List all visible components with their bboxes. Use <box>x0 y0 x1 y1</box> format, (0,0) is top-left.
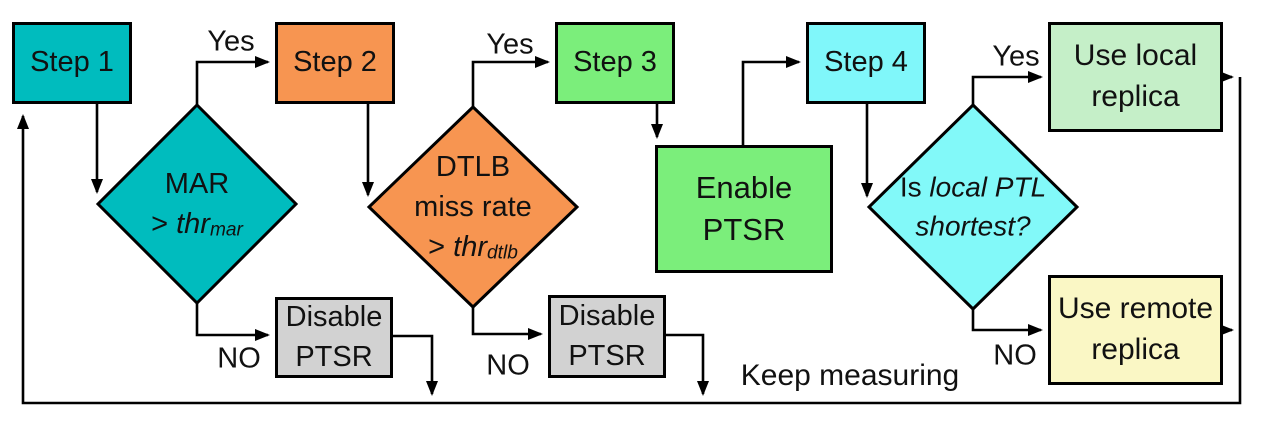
node-enable-ptsr-line2: PTSR <box>702 212 786 247</box>
node-step2: Step 2 <box>275 22 395 104</box>
node-step3: Step 3 <box>555 22 675 104</box>
node-step1-label: Step 1 <box>30 46 114 79</box>
node-use-remote-line1: Use remote <box>1057 292 1214 326</box>
edge-mar-yes-to-step2 <box>195 56 270 105</box>
decision-dtlb-shape <box>366 104 580 310</box>
decision-ptl-line2: shortest? <box>915 210 1031 241</box>
edge-ptl-yes-to-use-local <box>971 71 1043 105</box>
node-step2-label: Step 2 <box>293 46 377 79</box>
node-step4-label: Step 4 <box>824 46 908 79</box>
edge-feedback-loop-to-step1 <box>17 77 1242 405</box>
decision-dtlb-text: DTLB miss rate > thrdtlb <box>414 147 532 267</box>
decision-dtlb-line3: > thrdtlb <box>428 231 518 264</box>
node-use-local-replica: Use local replica <box>1048 22 1223 132</box>
edge-label-yes-2: Yes <box>486 28 534 61</box>
edge-label-yes-1: Yes <box>207 25 255 58</box>
decision-ptl-line1: Is local PTL <box>899 171 1047 203</box>
node-step1: Step 1 <box>12 22 132 104</box>
keep-measuring-label: Keep measuring <box>740 359 960 392</box>
edge-disable1-to-bottom <box>393 334 438 396</box>
decision-mar-line1: MAR <box>164 167 230 200</box>
node-disable-ptsr-2-line1: Disable <box>558 300 656 333</box>
decision-mar-line2: > thrmar <box>151 208 243 241</box>
node-disable-ptsr-1-line1: Disable <box>285 301 383 334</box>
node-enable-ptsr: Enable PTSR <box>655 145 833 273</box>
node-step4: Step 4 <box>806 22 926 104</box>
node-disable-ptsr-1-line2: PTSR <box>295 340 373 373</box>
decision-dtlb-line1: DTLB <box>435 150 511 183</box>
node-disable-ptsr-2: Disable PTSR <box>548 295 666 378</box>
edge-label-no-1: NO <box>217 342 261 375</box>
edge-ptl-no-to-use-remote <box>971 309 1043 336</box>
node-use-remote-replica: Use remote replica <box>1048 275 1223 385</box>
edge-label-no-2: NO <box>486 349 530 382</box>
decision-dtlb-line2: miss rate <box>414 190 532 223</box>
edge-disable2-to-bottom <box>666 333 709 396</box>
decision-ptl-text: Is local PTL shortest? <box>900 168 1046 245</box>
edge-mar-no-to-disable1 <box>195 303 270 341</box>
node-use-local-line2: replica <box>1091 80 1180 113</box>
decision-mar-shape <box>95 102 299 306</box>
node-disable-ptsr-1: Disable PTSR <box>275 297 393 378</box>
decision-mar-text: MAR > thrmar <box>151 164 243 244</box>
edge-dtlb-no-to-disable2 <box>471 307 543 340</box>
node-step3-label: Step 3 <box>573 46 657 79</box>
node-enable-ptsr-line1: Enable <box>695 169 793 205</box>
node-use-local-line1: Use local <box>1073 39 1198 73</box>
decision-ptl-shape <box>866 102 1080 312</box>
edge-label-yes-3: Yes <box>992 40 1040 73</box>
edge-enable-ptsr-to-step4 <box>741 56 801 145</box>
node-use-remote-line2: replica <box>1091 333 1180 366</box>
node-disable-ptsr-2-line2: PTSR <box>568 339 646 372</box>
edge-dtlb-yes-to-step3 <box>471 56 550 107</box>
edge-label-no-3: NO <box>993 339 1037 372</box>
